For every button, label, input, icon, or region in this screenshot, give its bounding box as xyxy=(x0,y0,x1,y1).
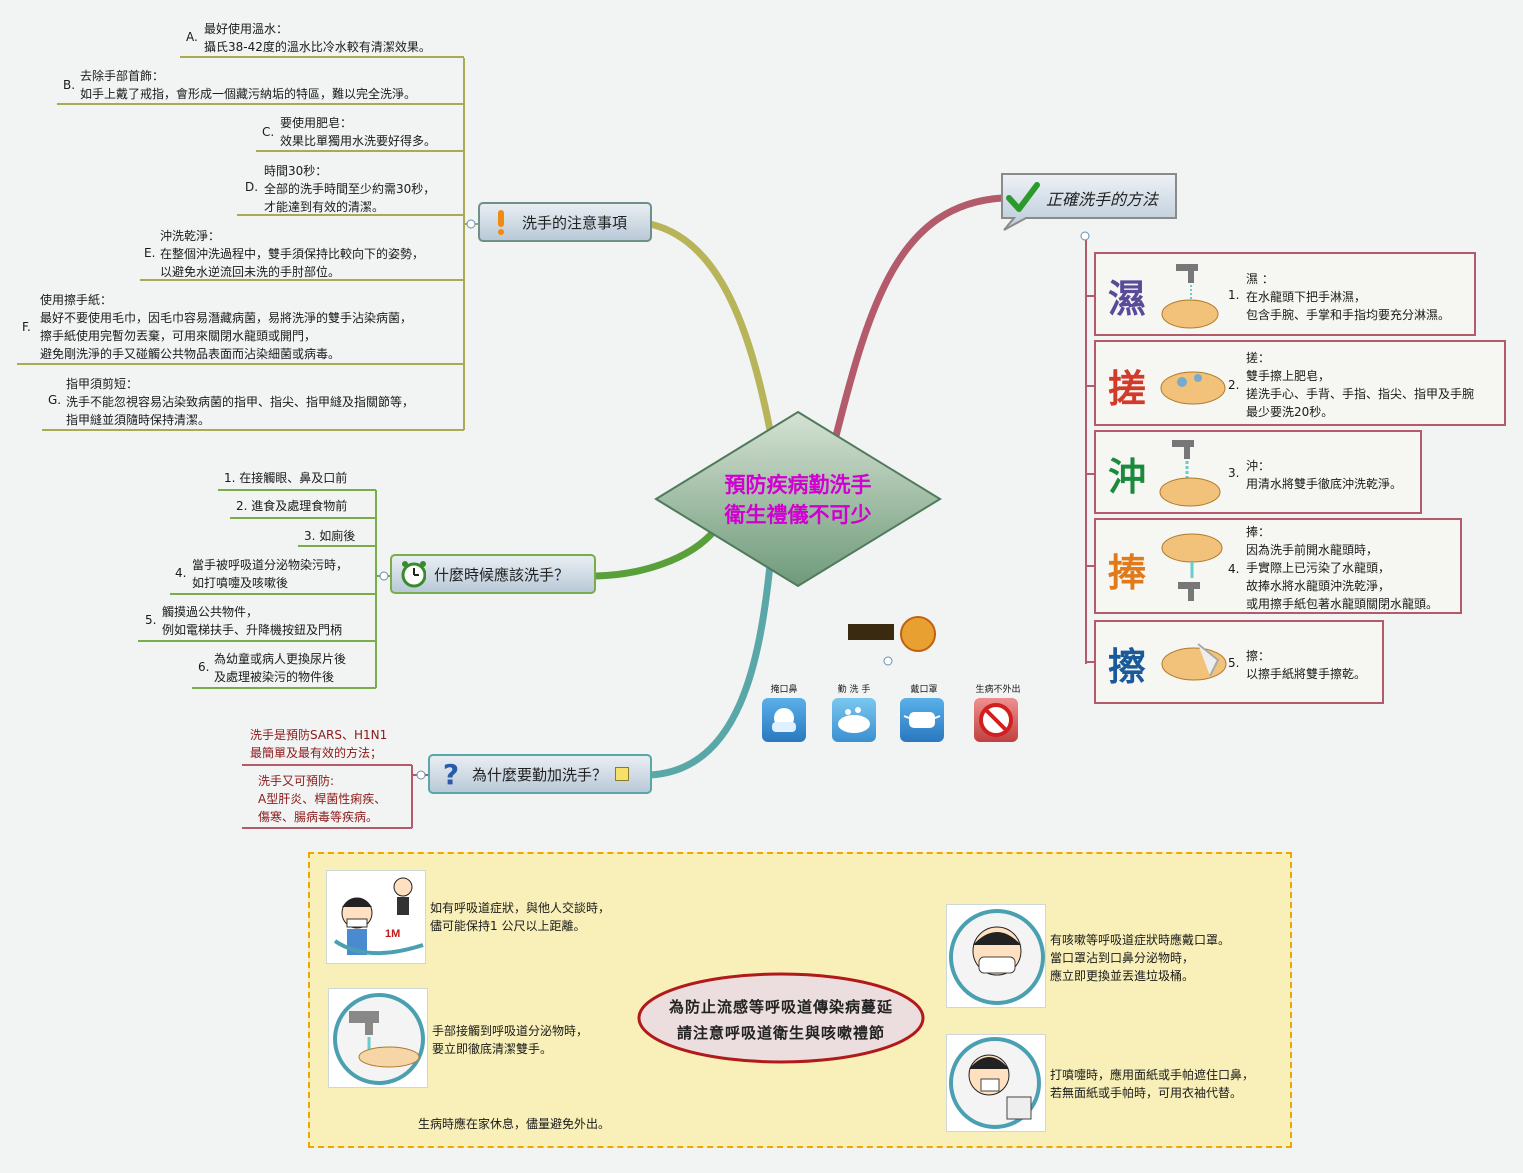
step-wet[interactable]: 濕 1. 濕 ：在水龍頭下把手淋濕，包含手腕、手掌和手指均要充分淋濕。 xyxy=(1094,252,1476,336)
etiquette-item: 如有呼吸道症狀，與他人交談時，儘可能保持1 公尺以上距離。 xyxy=(430,901,611,933)
etiquette-center-shape xyxy=(637,972,925,1064)
cover-mouth-icon xyxy=(762,698,806,742)
etiquette-item: 打噴嚏時，應用面紙或手帕遮住口鼻，若無面紙或手帕時，可用衣袖代替。 xyxy=(1050,1068,1255,1100)
topic-method-label: 正確洗手的方法 xyxy=(1046,190,1159,209)
question-icon: ? xyxy=(438,759,464,789)
step-char: 擦 xyxy=(1108,644,1147,689)
central-topic-shape xyxy=(654,410,942,588)
etiquette-item: 有咳嗽等呼吸道症狀時應戴口罩。當口罩沾到口鼻分泌物時，應立即更換並丟進垃圾桶。 xyxy=(1050,933,1231,983)
step-char: 沖 xyxy=(1108,454,1147,499)
step-text: 濕 ：在水龍頭下把手淋濕，包含手腕、手掌和手指均要充分淋濕。 xyxy=(1246,272,1451,322)
wear-mask-icon xyxy=(900,698,944,742)
step-rinse[interactable]: 沖 3. 沖：用清水將雙手徹底沖洗乾淨。 xyxy=(1094,430,1422,514)
seal-stamp xyxy=(900,616,936,652)
step-text: 捧：因為洗手前開水龍頭時，手實際上已污染了水龍頭，故捧水將水龍頭沖洗乾淨，或用擦… xyxy=(1246,525,1439,611)
when-number: 4. xyxy=(175,566,187,580)
step-dry[interactable]: 擦 5. 擦：以擦手紙將雙手擦乾。 xyxy=(1094,620,1384,704)
topic-notes[interactable]: 洗手的注意事項 xyxy=(478,202,652,242)
central-topic[interactable]: 預防疾病勤洗手 衛生禮儀不可少 xyxy=(680,470,916,530)
when-number: 6. xyxy=(198,660,210,674)
when-item: 當手被呼吸道分泌物染污時，如打噴嚏及咳嗽後 xyxy=(192,558,349,590)
stay-home-icon xyxy=(974,698,1018,742)
topic-method[interactable]: 正確洗手的方法 xyxy=(1006,178,1176,218)
distance-label: 1M xyxy=(385,928,400,940)
step-rub[interactable]: 搓 2. 搓：雙手擦上肥皂，搓洗手心、手背、手指、指尖、指甲及手腕最少要洗20秒… xyxy=(1094,340,1506,426)
when-item: 2. 進食及處理食物前 xyxy=(236,499,348,513)
central-topic-line2: 衛生禮儀不可少 xyxy=(724,503,872,527)
icon-label: 生病不外出 xyxy=(975,685,1021,695)
etiquette-item: 手部接觸到呼吸道分泌物時，要立即徹底清潔雙手。 xyxy=(432,1024,589,1056)
note-item: 去除手部首飾：如手上戴了戒指，會形成一個藏污納垢的特區，難以完全洗淨。 xyxy=(80,69,417,101)
note-letter: B. xyxy=(63,78,76,92)
note-letter: A. xyxy=(186,30,198,44)
step-number: 5. xyxy=(1228,656,1240,670)
etiquette-item: 生病時應在家休息，儘量避免外出。 xyxy=(418,1117,611,1131)
when-item: 觸摸過公共物件，例如電梯扶手、升降機按鈕及門柄 xyxy=(162,605,343,637)
icon-label: 掩口鼻 xyxy=(770,685,798,695)
rinse-hands-icon xyxy=(1159,440,1221,507)
step-number: 4. xyxy=(1228,562,1240,576)
when-item: 為幼童或病人更換尿片後及處理被染污的物件後 xyxy=(214,652,347,684)
note-item: 要使用肥皂：效果比單獨用水洗要好得多。 xyxy=(280,116,437,148)
when-number: 5. xyxy=(145,613,157,627)
step-scoop[interactable]: 捧 4. 捧：因為洗手前開水龍頭時，手實際上已污染了水龍頭，故捧水將水龍頭沖洗乾… xyxy=(1094,518,1462,614)
note-item: 最好使用溫水：攝氏38-42度的溫水比冷水較有清潔效果。 xyxy=(204,22,431,54)
note-letter: F. xyxy=(22,320,31,334)
topic-method-shape xyxy=(1001,173,1177,231)
when-item: 3. 如廁後 xyxy=(304,529,356,543)
topic-notes-label: 洗手的注意事項 xyxy=(522,213,628,232)
why-item: 洗手又可預防:A型肝炎、桿菌性痢疾、傷寒、腸病毒等疾病。 xyxy=(258,774,387,824)
icon-label: 戴口罩 xyxy=(910,685,938,695)
note-letter: D. xyxy=(245,180,259,194)
note-icon[interactable] xyxy=(615,767,630,781)
wash-hands-icon xyxy=(832,698,876,742)
step-number: 2. xyxy=(1228,378,1240,392)
icon-label: 勤 洗 手 xyxy=(837,685,871,695)
central-topic-line1: 預防疾病勤洗手 xyxy=(724,473,872,497)
step-char: 搓 xyxy=(1108,366,1147,411)
studio-logo xyxy=(848,624,894,640)
step-char: 捧 xyxy=(1108,550,1147,595)
step-text: 搓：雙手擦上肥皂，搓洗手心、手背、手指、指尖、指甲及手腕最少要洗20秒。 xyxy=(1246,351,1475,419)
dry-hands-icon xyxy=(1161,643,1227,681)
checkmark-icon xyxy=(1006,181,1040,215)
note-letter: C. xyxy=(262,125,275,139)
note-letter: G. xyxy=(48,393,62,407)
sneeze-tissue-image xyxy=(946,1034,1046,1132)
topic-when[interactable]: 什麼時候應該洗手？ xyxy=(390,554,596,594)
note-letter: E. xyxy=(144,246,156,260)
step-char: 濕 xyxy=(1108,276,1147,321)
cough-mask-image xyxy=(946,904,1046,1008)
step-text: 沖：用清水將雙手徹底沖洗乾淨。 xyxy=(1246,459,1403,491)
scoop-water-icon xyxy=(1161,533,1223,601)
topic-when-label: 什麼時候應該洗手？ xyxy=(434,565,570,584)
step-number: 1. xyxy=(1228,288,1240,302)
note-item: 指甲須剪短：洗手不能忽視容易沾染致病菌的指甲、指尖、指甲縫及指關節等，指甲縫並須… xyxy=(66,377,415,427)
exclamation-icon xyxy=(488,209,514,235)
note-item: 使用擦手紙：最好不要使用毛巾，因毛巾容易潛藏病菌，易將洗淨的雙手沾染病菌，擦手紙… xyxy=(40,293,413,361)
etiquette-center-topic[interactable]: 為防止流感等呼吸道傳染病蔓延 請注意呼吸道衛生與咳嗽禮節 xyxy=(668,998,893,1042)
topic-why-label: 為什麼要勤加洗手？ xyxy=(472,765,608,784)
topic-why[interactable]: ? 為什麼要勤加洗手？ xyxy=(428,754,652,794)
svg-text:?: ? xyxy=(443,759,459,789)
step-number: 3. xyxy=(1228,466,1240,480)
wet-hands-icon xyxy=(1161,264,1219,329)
alarm-clock-icon xyxy=(400,561,426,588)
rub-hands-icon xyxy=(1160,371,1226,405)
social-distance-image: 1M xyxy=(326,870,426,964)
note-item: 沖洗乾淨：在整個沖洗過程中，雙手須保持比較向下的姿勢，以避免水逆流回未洗的手肘部… xyxy=(160,229,425,279)
note-item: 時間30秒：全部的洗手時間至少約需30秒，才能達到有效的清潔。 xyxy=(264,164,436,214)
when-item: 1. 在接觸眼、鼻及口前 xyxy=(224,471,348,485)
step-text: 擦：以擦手紙將雙手擦乾。 xyxy=(1246,649,1367,681)
wash-hands-tap-image xyxy=(328,988,428,1088)
